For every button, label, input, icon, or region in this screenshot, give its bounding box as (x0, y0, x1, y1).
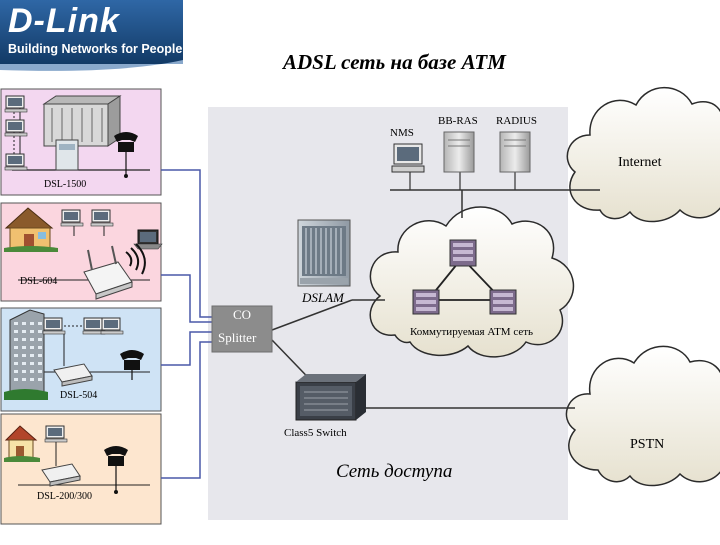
pc-icon (42, 317, 66, 335)
pstn-cloud (565, 345, 720, 487)
house-icon (4, 425, 40, 462)
customer-label-dsl604: DSL-604 (20, 276, 58, 287)
access-network-label: Сеть доступа (336, 461, 453, 482)
class5-switch-icon (295, 374, 366, 421)
internet-cloud (566, 86, 720, 223)
telephone-icon (104, 446, 128, 494)
modem-icon (55, 139, 79, 171)
pc-icon (44, 425, 68, 443)
house-icon (4, 207, 58, 252)
skyscraper-icon (4, 309, 48, 400)
atm-switch-icon (449, 239, 477, 267)
splitter-label-line1: CO (233, 307, 252, 322)
pc-icon (60, 209, 84, 227)
logo-tagline: Building Networks for People (8, 42, 183, 56)
atm-network-label: Коммутируемая ATM сеть (410, 326, 534, 338)
radius-label: RADIUS (496, 115, 537, 127)
nms-label: NMS (390, 127, 414, 139)
telephone-icon (114, 132, 138, 178)
class5-switch-label: Class5 Switch (284, 427, 347, 439)
atm-switch-icon (412, 289, 440, 315)
splitter-label-line2: Splitter (218, 330, 257, 345)
wireless-waves-icon (125, 243, 146, 275)
office-building-icon (42, 95, 122, 147)
modem-icon (41, 463, 81, 487)
dslam-rack-icon (297, 219, 351, 287)
pc-icon (4, 119, 28, 137)
customer-label-dsl1500: DSL-1500 (44, 179, 87, 190)
atm-switch-icon (489, 289, 517, 315)
pc-icon (90, 209, 114, 227)
nms-pc-icon (391, 143, 425, 173)
radius-server-icon (499, 131, 531, 173)
bbras-server-icon (443, 131, 475, 173)
wireless-router-icon (83, 245, 133, 300)
pc-icon (4, 95, 28, 113)
pc-icon (100, 317, 124, 335)
telephone-icon (120, 350, 144, 380)
atm-network-cloud (369, 206, 575, 358)
bbras-label: BB-RAS (438, 115, 478, 127)
logo-wordmark: D-Link (8, 2, 120, 40)
page-title: ADSL сеть на базе ATM (283, 50, 506, 74)
pstn-label: PSTN (630, 437, 665, 452)
dslam-label: DSLAM (302, 290, 344, 305)
pc-icon (4, 153, 28, 171)
modem-icon (53, 363, 93, 387)
d-link-logo (0, 0, 183, 71)
connection-lines (12, 100, 600, 486)
customer-label-dsl200: DSL-200/300 (37, 491, 92, 502)
internet-label: Internet (618, 155, 662, 170)
customer-label-dsl504: DSL-504 (60, 390, 98, 401)
co-splitter-box (211, 305, 273, 353)
laptop-icon (133, 229, 163, 250)
